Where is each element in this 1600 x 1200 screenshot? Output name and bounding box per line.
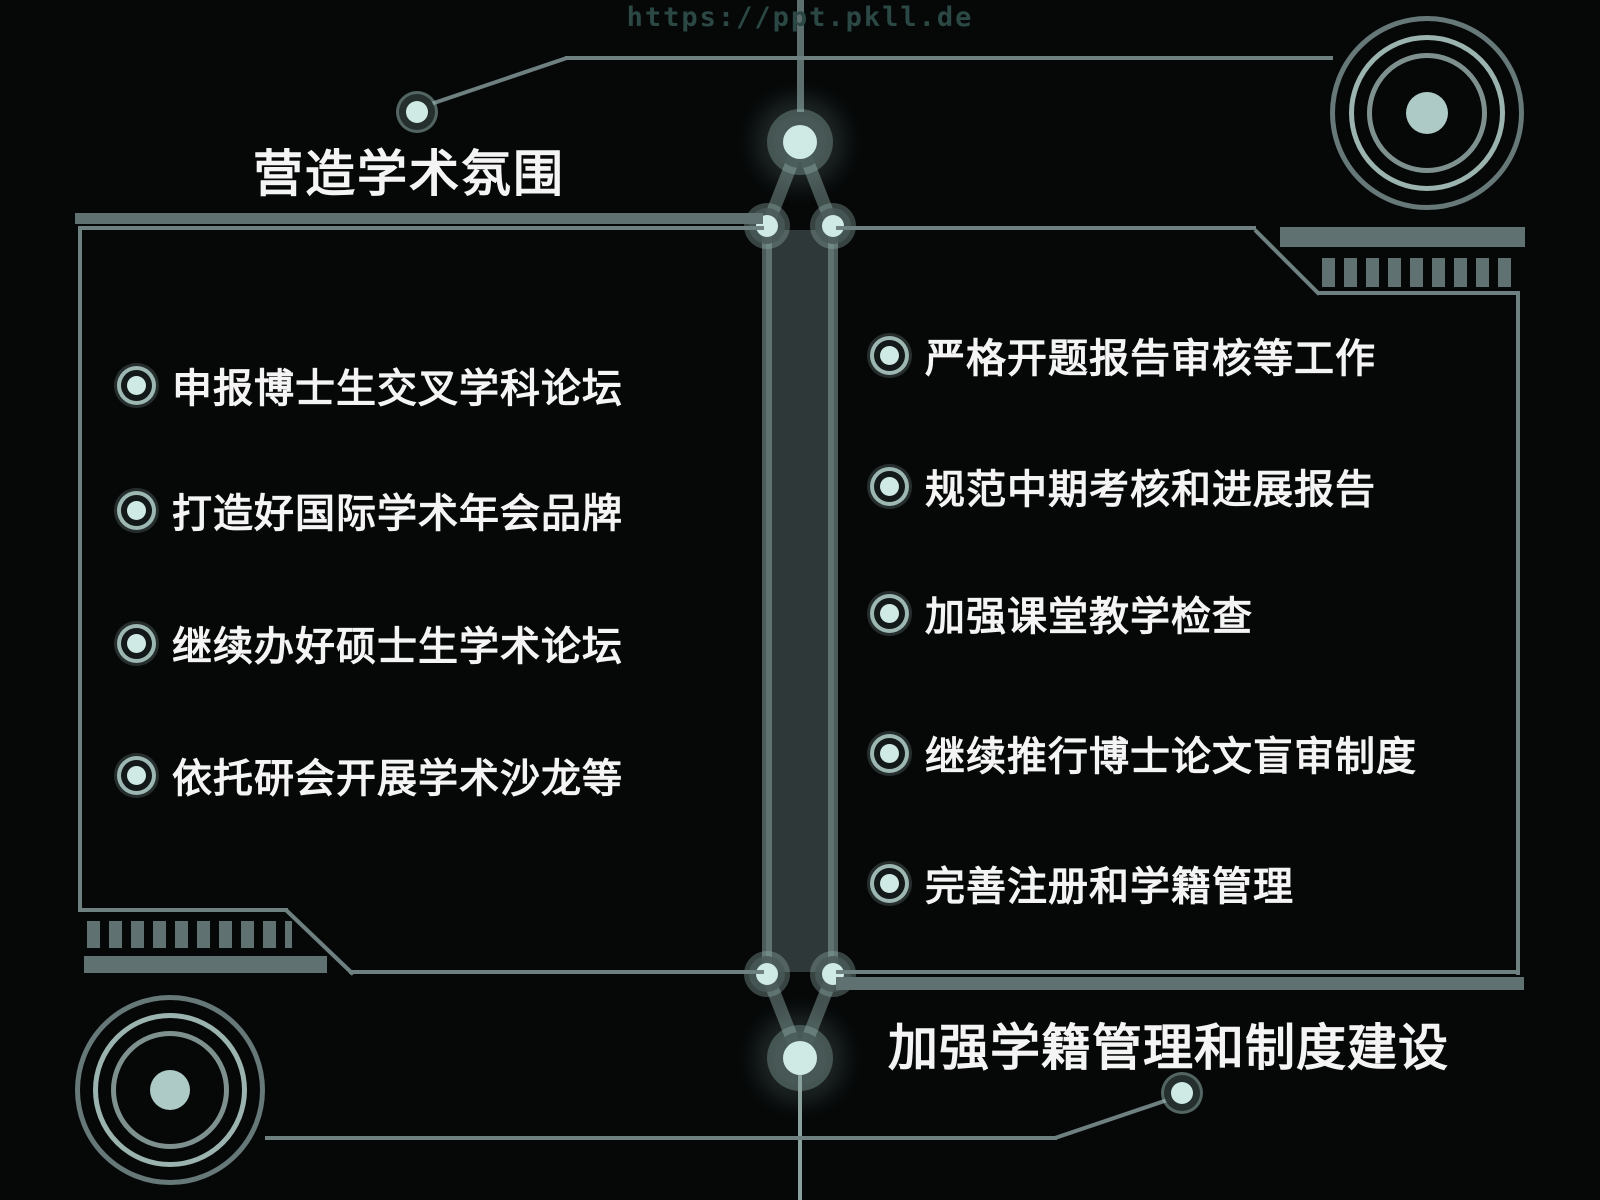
right-panel-bottom-bar [836, 977, 1524, 990]
bottom-horizontal-line [265, 1136, 1057, 1140]
list-item-label: 打造好国际学术年会品牌 [172, 492, 623, 536]
list-item-label: 严格开题报告审核等工作 [925, 337, 1376, 381]
right-panel-top-accent-bar [1280, 227, 1525, 247]
concentric-circles-ring3-top-right [1367, 53, 1487, 173]
right-panel-right-border [1516, 291, 1520, 975]
list-item: 完善注册和学籍管理 [880, 853, 1294, 913]
tick-strip-icon-left [87, 921, 292, 948]
list-item: 依托研会开展学术沙龙等 [127, 745, 623, 805]
right-panel-title: 加强学籍管理和制度建设 [888, 1020, 1449, 1076]
ring-dot-icon [880, 743, 899, 763]
ring-dot-icon [127, 375, 146, 395]
right-panel-top-line-b [1317, 291, 1520, 295]
concentric-circles-ring2-top-right [1349, 35, 1505, 191]
ring-dot-icon [880, 476, 899, 496]
left-title-callout-line [424, 56, 568, 108]
ring-dot-icon [880, 603, 899, 623]
ring-dot-icon [127, 765, 146, 785]
top-horizontal-line [565, 56, 1333, 60]
ring-dot-icon [127, 633, 146, 653]
center-divider-right-rail [828, 228, 838, 974]
circuit-node-icon-right-title [1171, 1082, 1193, 1104]
right-panel-top-line-a [836, 226, 1256, 230]
center-divider-fill [766, 230, 834, 972]
list-item: 继续办好硕士生学术论坛 [127, 613, 623, 673]
left-panel-title: 营造学术氛围 [253, 146, 565, 202]
list-item: 继续推行博士论文盲审制度 [880, 723, 1417, 783]
list-item-label: 继续推行博士论文盲审制度 [925, 735, 1417, 779]
list-item: 打造好国际学术年会品牌 [127, 480, 623, 540]
list-item: 严格开题报告审核等工作 [880, 325, 1376, 385]
watermark-url: https://ppt.pkll.de [626, 2, 974, 33]
right-title-callout-line [1054, 1095, 1177, 1140]
list-item-label: 完善注册和学籍管理 [925, 865, 1294, 909]
list-item: 规范中期考核和进展报告 [880, 456, 1376, 516]
ring-dot-icon [880, 345, 899, 365]
center-divider-left-rail [762, 228, 772, 974]
concentric-circles-dot-top-right [1406, 92, 1448, 134]
list-item: 加强课堂教学检查 [880, 583, 1253, 643]
circuit-node-icon-bottom [783, 1041, 817, 1075]
left-panel-top-bar [75, 213, 763, 224]
left-panel-bottom-line-b [349, 970, 764, 974]
concentric-circles-dot-bottom-left [150, 1070, 190, 1110]
concentric-circles-icon-bottom-left [75, 995, 265, 1185]
ring-dot-icon [880, 873, 899, 893]
concentric-circles-icon-top-right [1330, 16, 1524, 210]
ring-dot-icon [127, 500, 146, 520]
left-panel-left-border [78, 226, 82, 912]
circuit-node-icon-top [783, 125, 817, 159]
list-item-label: 继续办好硕士生学术论坛 [172, 625, 623, 669]
left-panel-bottom-line-a [78, 908, 288, 912]
list-item-label: 申报博士生交叉学科论坛 [172, 367, 623, 411]
tick-strip-icon-right [1322, 258, 1520, 287]
concentric-circles-ring2-bottom-left [93, 1013, 247, 1167]
circuit-node-icon-top-right [822, 215, 844, 237]
left-panel-bottom-accent-bar [84, 956, 327, 973]
right-panel-bottom-line [836, 970, 1520, 974]
list-item-label: 加强课堂教学检查 [925, 595, 1253, 639]
list-item-label: 规范中期考核和进展报告 [925, 468, 1376, 512]
circuit-node-icon-bottom-left [756, 963, 778, 985]
list-item: 申报博士生交叉学科论坛 [127, 355, 623, 415]
concentric-circles-ring3-bottom-left [111, 1031, 229, 1149]
left-panel-top-line [78, 226, 764, 230]
list-item-label: 依托研会开展学术沙龙等 [172, 757, 623, 801]
circuit-node-icon-left-title [406, 101, 428, 123]
